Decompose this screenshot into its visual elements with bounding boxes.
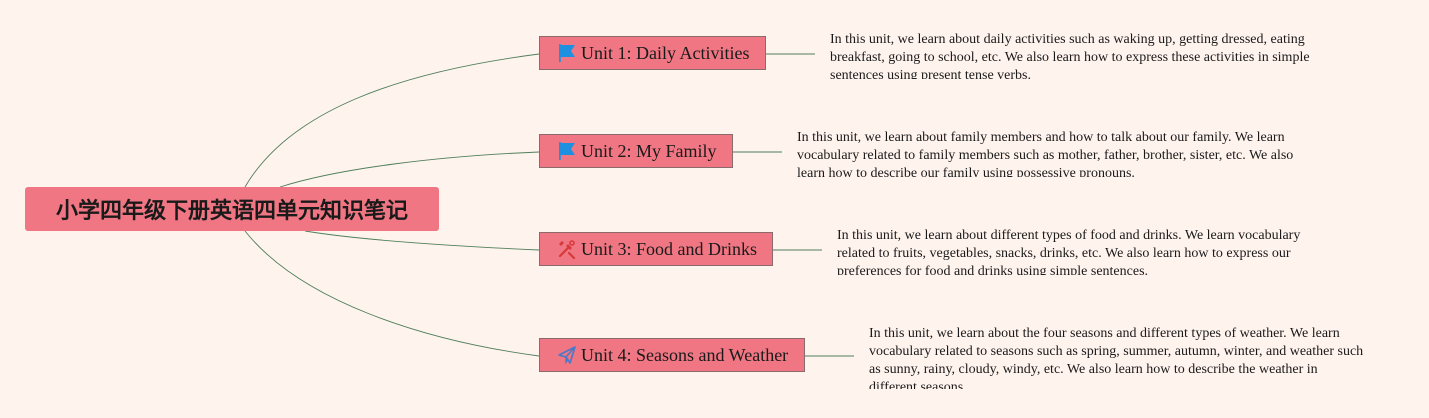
connector-unit-1 [244, 53, 540, 188]
tools-icon [557, 239, 577, 259]
note-unit-2-text: In this unit, we learn about family memb… [797, 130, 1294, 177]
root-topic-label: 小学四年级下册英语四单元知识笔记 [55, 199, 408, 224]
note-unit-4: In this unit, we learn about the four se… [869, 325, 1369, 389]
topic-unit-4-label: Unit 4: Seasons and Weather [581, 344, 789, 365]
note-unit-3: In this unit, we learn about different t… [837, 227, 1317, 275]
connector-unit-4 [244, 230, 540, 357]
note-unit-1-text: In this unit, we learn about daily activ… [830, 32, 1310, 79]
note-unit-1: In this unit, we learn about daily activ… [830, 31, 1330, 79]
note-unit-3-text: In this unit, we learn about different t… [837, 228, 1301, 275]
paper-plane-icon [557, 345, 577, 365]
root-topic[interactable]: 小学四年级下册英语四单元知识笔记 [25, 187, 439, 231]
topic-unit-3[interactable]: Unit 3: Food and Drinks [539, 232, 773, 266]
topic-unit-1[interactable]: Unit 1: Daily Activities [539, 36, 766, 70]
topic-unit-1-label: Unit 1: Daily Activities [581, 42, 750, 63]
connector-unit-3 [304, 230, 540, 251]
flag-icon [557, 141, 577, 161]
note-unit-4-text: In this unit, we learn about the four se… [869, 326, 1364, 389]
topic-unit-2-label: Unit 2: My Family [581, 140, 717, 161]
note-unit-2: In this unit, we learn about family memb… [797, 129, 1297, 177]
topic-unit-4[interactable]: Unit 4: Seasons and Weather [539, 338, 805, 372]
topic-unit-2[interactable]: Unit 2: My Family [539, 134, 733, 168]
flag-icon [557, 43, 577, 63]
topic-unit-3-label: Unit 3: Food and Drinks [581, 238, 758, 259]
connector-unit-2 [279, 151, 540, 188]
